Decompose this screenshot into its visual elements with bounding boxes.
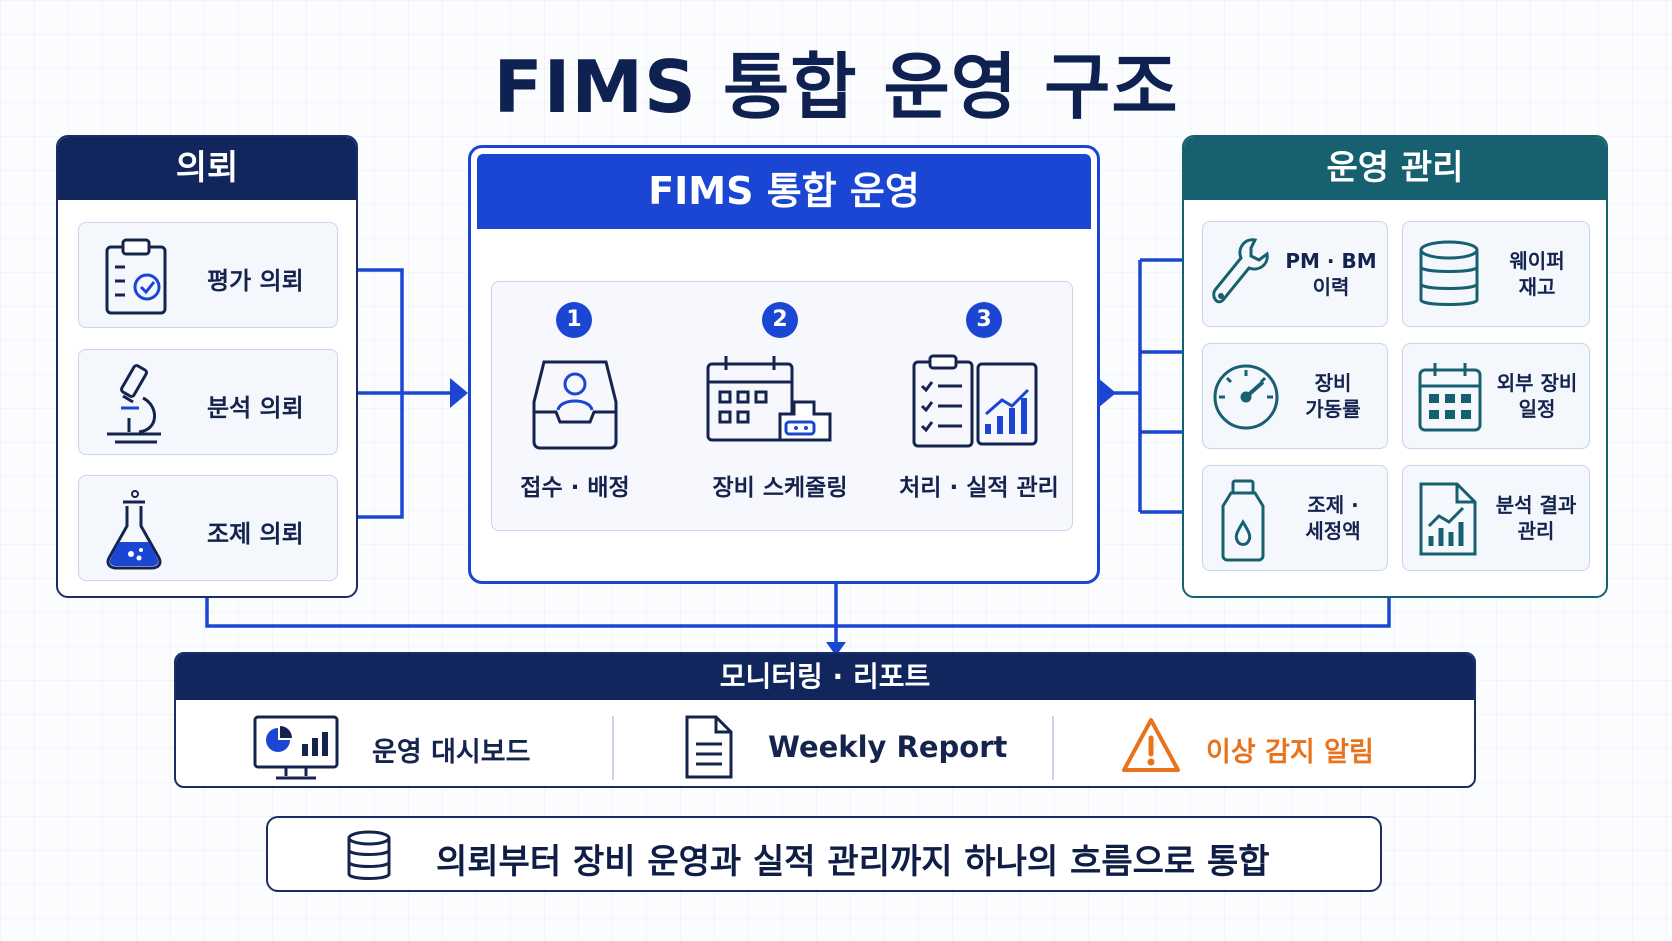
ops-item-line2: 재고 (1518, 275, 1556, 299)
request-item-analysis[interactable]: 분석 의뢰 (78, 349, 338, 455)
monitor-item-label: Weekly Report (768, 730, 1008, 764)
step-label: 접수 · 배정 (520, 475, 630, 501)
operations-panel: 운영 관리 PM · BM 이력 웨이퍼 재고 (1182, 135, 1608, 598)
ops-item-line2: 세정액 (1305, 519, 1361, 543)
ops-item-cleaning-solution[interactable]: 조제 · 세정액 (1202, 465, 1388, 571)
request-item-label: 분석 의뢰 (207, 394, 304, 422)
ops-item-external-schedule[interactable]: 외부 장비 일정 (1402, 343, 1590, 449)
ops-item-line2: 관리 (1517, 519, 1555, 543)
fims-panel: FIMS 통합 운영 1 2 3 (468, 145, 1100, 584)
monitor-item-label: 운영 대시보드 (372, 737, 531, 768)
ops-item-label: 장비 가동률 (1283, 370, 1383, 422)
footer-text: 의뢰부터 장비 운영과 실적 관리까지 하나의 흐름으로 통합 (436, 842, 1270, 882)
calendar-icon (1418, 363, 1482, 432)
ops-item-line1: 장비 (1314, 371, 1352, 395)
ops-item-label: 웨이퍼 재고 (1487, 248, 1587, 300)
ops-item-wafer-stock[interactable]: 웨이퍼 재고 (1402, 221, 1590, 327)
report-chart-icon (1419, 482, 1477, 556)
ops-item-label: PM · BM 이력 (1275, 248, 1387, 300)
wrench-icon (1212, 238, 1269, 304)
ops-item-line1: 웨이퍼 (1509, 249, 1565, 273)
ops-item-line1: 외부 장비 (1496, 371, 1578, 395)
inbox-user-icon (532, 360, 618, 450)
fims-panel-header: FIMS 통합 운영 (477, 154, 1091, 229)
request-item-label: 조제 의뢰 (207, 520, 304, 548)
clipboard-check-icon (105, 238, 167, 315)
ops-item-analysis-results[interactable]: 분석 결과 관리 (1402, 465, 1590, 571)
monitor-dashboard-icon (253, 715, 339, 780)
fims-process-area: 1 2 3 (491, 281, 1073, 531)
database-icon (1419, 240, 1479, 306)
checklist-chart-icon (912, 354, 1038, 448)
warning-icon (1122, 718, 1180, 772)
ops-item-line2: 이력 (1312, 275, 1350, 299)
page-title: FIMS 통합 운영 구조 (493, 45, 1179, 129)
monitor-item-label: 이상 감지 알림 (1206, 737, 1374, 768)
ops-item-line1: 조제 · (1307, 493, 1359, 517)
ops-item-pm-bm[interactable]: PM · BM 이력 (1202, 221, 1388, 327)
ops-item-line1: 분석 결과 (1495, 493, 1577, 517)
ops-item-label: 조제 · 세정액 (1283, 492, 1383, 544)
monitoring-panel: 모니터링 · 리포트 운영 대시보드 Weekly Report 이상 감지 알… (174, 652, 1476, 788)
step-number: 1 (556, 302, 592, 338)
flask-icon (106, 490, 162, 570)
document-icon (685, 715, 733, 779)
database-icon (347, 830, 391, 880)
ops-item-label: 외부 장비 일정 (1485, 370, 1589, 422)
request-panel: 의뢰 평가 의뢰 분석 의뢰 (56, 135, 358, 598)
ops-item-line2: 가동률 (1305, 397, 1361, 421)
gauge-icon (1213, 364, 1279, 430)
step-number: 2 (762, 302, 798, 338)
monitoring-panel-header: 모니터링 · 리포트 (176, 654, 1474, 700)
request-item-evaluation[interactable]: 평가 의뢰 (78, 222, 338, 328)
microscope-icon (107, 364, 161, 444)
request-item-formulation[interactable]: 조제 의뢰 (78, 475, 338, 581)
ops-item-line2: 일정 (1518, 397, 1556, 421)
bottle-icon (1221, 479, 1265, 562)
footer-banner: 의뢰부터 장비 운영과 실적 관리까지 하나의 흐름으로 통합 (266, 816, 1382, 892)
ops-item-label: 분석 결과 관리 (1483, 492, 1589, 544)
ops-item-utilization[interactable]: 장비 가동률 (1202, 343, 1388, 449)
operations-panel-header: 운영 관리 (1184, 137, 1606, 200)
step-label: 장비 스케줄링 (712, 475, 848, 501)
ops-item-line1: PM · BM (1285, 249, 1377, 273)
divider (1052, 716, 1054, 780)
request-item-label: 평가 의뢰 (207, 267, 304, 295)
step-label: 처리 · 실적 관리 (899, 475, 1059, 501)
request-panel-header: 의뢰 (58, 137, 356, 200)
divider (612, 716, 614, 780)
calendar-equipment-icon (706, 356, 832, 442)
step-number: 3 (966, 302, 1002, 338)
